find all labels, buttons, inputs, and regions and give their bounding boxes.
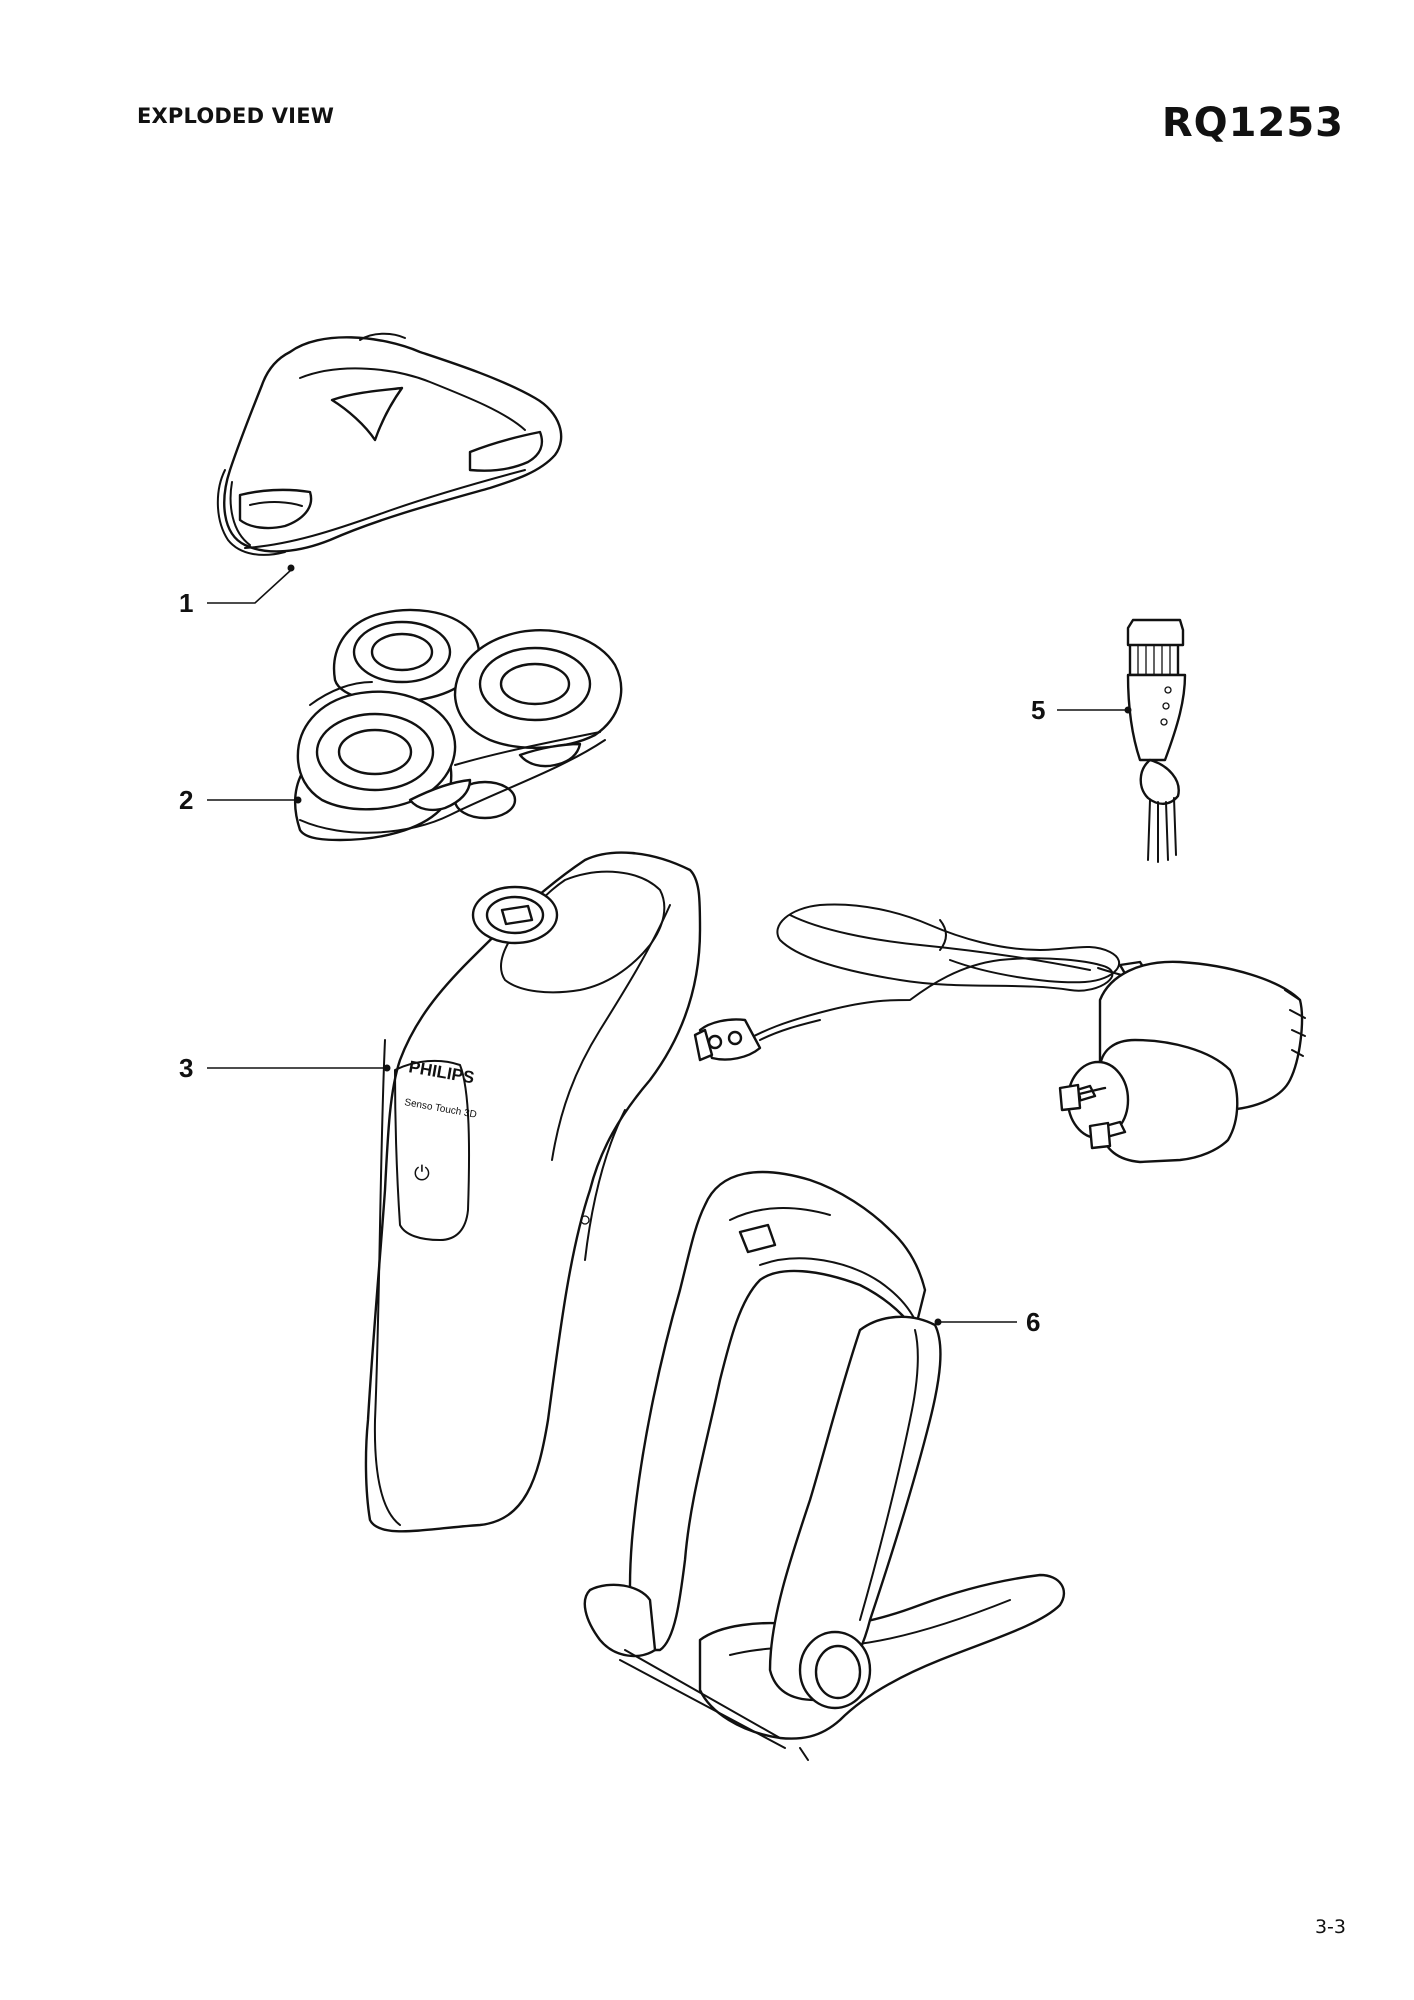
callout-5: 5: [1031, 695, 1046, 725]
shaver-handle: [364, 851, 702, 1533]
protection-cap: [216, 332, 563, 556]
callout-6: 6: [1026, 1307, 1041, 1337]
page-title: EXPLODED VIEW: [137, 104, 335, 128]
callout-1: 1: [179, 588, 194, 618]
stand: [583, 1170, 1066, 1761]
callout-2: 2: [179, 785, 194, 815]
charger-adapter: [1058, 960, 1306, 1164]
cleaning-brush: [1126, 618, 1187, 863]
shaving-unit: [293, 608, 623, 842]
page-number: 3-3: [1314, 1916, 1346, 1938]
callout-leaders: [207, 564, 1132, 1326]
charger-cable: [693, 903, 1152, 1062]
callout-3: 3: [179, 1053, 194, 1083]
model-number: RQ1253: [1161, 100, 1344, 146]
power-icon: ⏻: [414, 1163, 430, 1185]
